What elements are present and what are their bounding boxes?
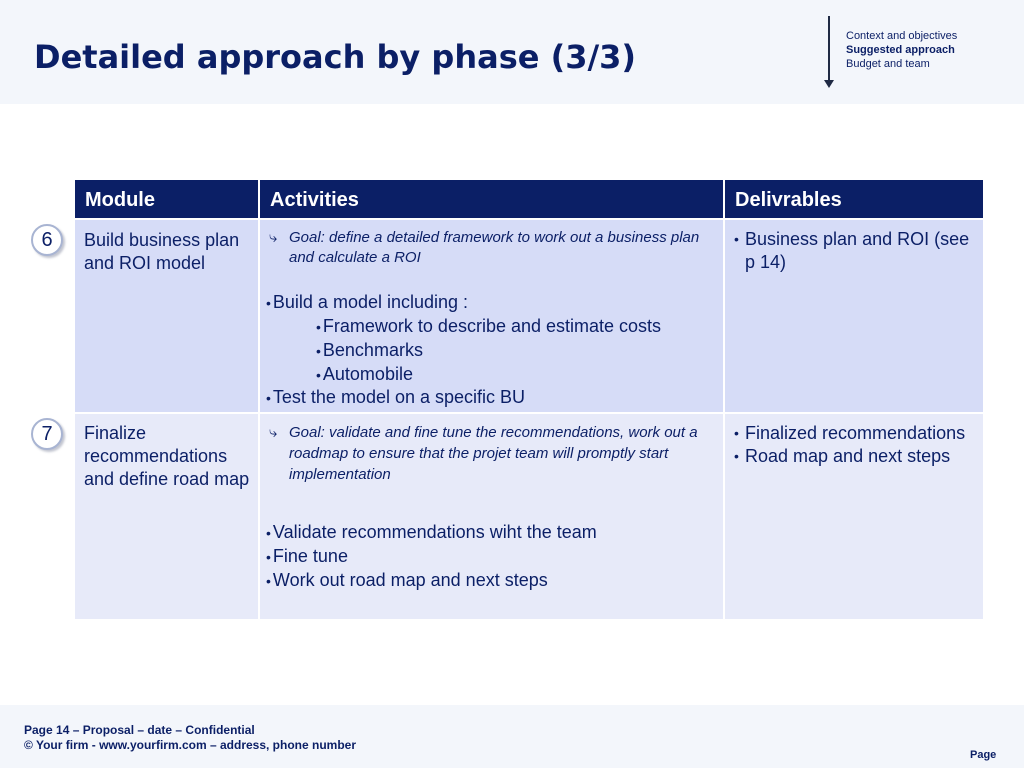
footer-page-label: Page xyxy=(970,749,997,761)
bullet-dot-icon: • xyxy=(316,343,321,359)
arrow-down-icon xyxy=(824,80,834,88)
goal-label: Goal: define a detailed framework to wor… xyxy=(289,229,700,266)
table-header: Module Activities Delivrables xyxy=(75,180,983,218)
module-name: Build business plan and ROI model xyxy=(84,230,240,273)
bullet-dot-icon: • xyxy=(316,319,321,335)
header-module: Module xyxy=(85,189,155,211)
curved-arrow-icon: ⤷ xyxy=(269,424,278,441)
activities-cell: ⤷ Goal: validate and fine tune the recom… xyxy=(260,414,723,619)
bullet-dot-icon: • xyxy=(734,231,739,247)
activity-item: •Build a model including : xyxy=(266,292,469,312)
activity-item: •Test the model on a specific BU xyxy=(266,387,526,407)
deliverables-cell: •Finalized recommendations •Road map and… xyxy=(725,414,983,619)
step-number-badge: 7 xyxy=(31,418,63,450)
bullet-dot-icon: • xyxy=(266,295,271,311)
bullet-dot-icon: • xyxy=(266,390,271,406)
deliverable-item: •Road map and next steps xyxy=(734,446,951,466)
bullet-dot-icon: • xyxy=(266,573,271,589)
activity-subitem: •Automobile xyxy=(316,364,413,384)
goal-text: ⤷ Goal: define a detailed framework to w… xyxy=(269,228,717,268)
module-cell: Finalize recommendations and define road… xyxy=(75,414,258,619)
goal-label: Goal: validate and fine tune the recomme… xyxy=(289,424,698,483)
activities-cell: ⤷ Goal: define a detailed framework to w… xyxy=(260,220,723,412)
nav-item-context[interactable]: Context and objectives xyxy=(846,30,958,42)
column-divider xyxy=(723,220,725,412)
slide-footer xyxy=(0,705,1024,768)
header-divider xyxy=(258,180,260,218)
activity-item: •Work out road map and next steps xyxy=(266,570,548,590)
header-activities: Activities xyxy=(270,189,359,211)
nav-item-approach[interactable]: Suggested approach xyxy=(846,44,955,56)
footer-confidential: Page 14 – Proposal – date – Confidential xyxy=(24,723,255,737)
column-divider xyxy=(723,414,725,619)
goal-text: ⤷ Goal: validate and fine tune the recom… xyxy=(269,422,717,485)
module-name: Finalize recommendations and define road… xyxy=(84,423,250,489)
footer-firm-info: © Your firm - www.yourfirm.com – address… xyxy=(24,738,357,752)
activity-subitem: •Framework to describe and estimate cost… xyxy=(316,316,662,336)
column-divider xyxy=(258,220,260,412)
table-row: Finalize recommendations and define road… xyxy=(75,414,983,619)
activity-item: •Validate recommendations wiht the team xyxy=(266,522,597,542)
bullet-dot-icon: • xyxy=(734,425,739,441)
activity-item: •Fine tune xyxy=(266,546,348,566)
bullet-dot-icon: • xyxy=(734,448,739,464)
section-nav: Context and objectives Suggested approac… xyxy=(846,29,957,71)
row-divider xyxy=(75,412,983,414)
bullet-dot-icon: • xyxy=(316,367,321,383)
deliverables-list: •Finalized recommendations •Road map and… xyxy=(734,422,979,468)
header-deliverables: Delivrables xyxy=(735,189,842,211)
bullet-dot-icon: • xyxy=(266,525,271,541)
module-cell: Build business plan and ROI model xyxy=(75,220,258,412)
slide-title: Detailed approach by phase (3/3) xyxy=(34,38,637,76)
nav-progress-line xyxy=(828,16,830,82)
step-number-badge: 6 xyxy=(31,224,63,256)
curved-arrow-icon: ⤷ xyxy=(269,229,278,246)
column-divider xyxy=(258,414,260,619)
deliverables-list: •Business plan and ROI (see p 14) xyxy=(734,228,979,274)
header-divider xyxy=(723,180,725,218)
activity-subitem: •Benchmarks xyxy=(316,340,423,360)
deliverables-cell: •Business plan and ROI (see p 14) xyxy=(725,220,983,412)
bullet-dot-icon: • xyxy=(266,549,271,565)
deliverable-item: •Finalized recommendations xyxy=(734,423,966,443)
nav-item-budget[interactable]: Budget and team xyxy=(846,58,930,70)
table-row: Build business plan and ROI model ⤷ Goal… xyxy=(75,220,983,412)
deliverable-item: •Business plan and ROI (see p 14) xyxy=(734,229,970,272)
slide-header xyxy=(0,0,1024,104)
